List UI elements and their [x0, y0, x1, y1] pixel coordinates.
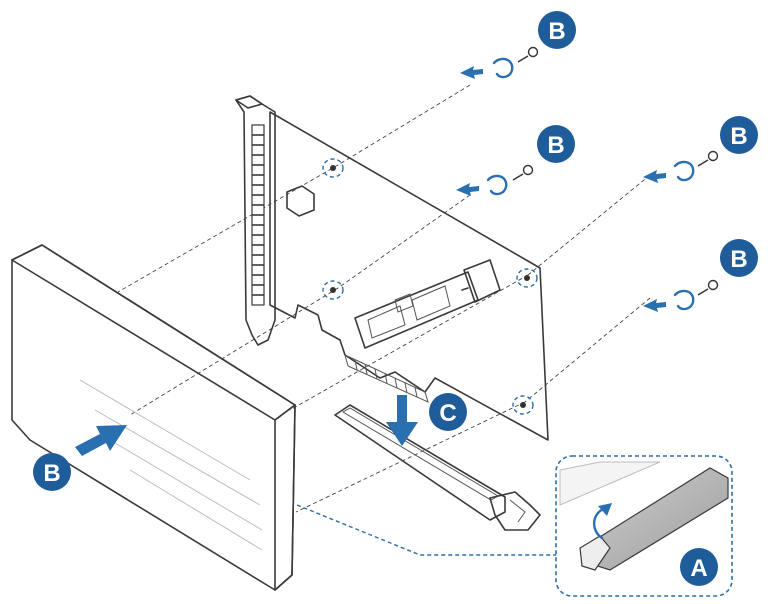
- pcie-bracket: [235, 95, 276, 346]
- screw-icon: [697, 150, 719, 167]
- pcie-slot: [334, 404, 541, 531]
- svg-text:A: A: [690, 555, 707, 582]
- svg-text:B: B: [730, 123, 747, 150]
- svg-text:C: C: [439, 400, 456, 427]
- callout-a: A: [680, 548, 718, 586]
- push-arrow-icon: [75, 425, 127, 456]
- card-edge-connector: [344, 354, 429, 403]
- callout-b-right-lower: B: [720, 239, 758, 277]
- mounting-hole: [512, 395, 534, 415]
- direction-arrow-icon: [460, 66, 483, 79]
- mounting-hole: [322, 280, 344, 300]
- card-component: [286, 185, 315, 217]
- insert-arrow-icon: [386, 395, 418, 446]
- callout-b-panel: B: [33, 453, 71, 491]
- rotate-arrow-icon: [492, 57, 514, 79]
- svg-text:B: B: [547, 132, 564, 159]
- expansion-card: [269, 111, 549, 441]
- rotate-arrow-icon: [673, 160, 695, 182]
- screw-group: [643, 150, 719, 183]
- screw-group: [643, 279, 719, 312]
- inset-pointer-line: [296, 504, 556, 556]
- m2-ssd-module: [354, 259, 501, 349]
- screw-icon: [512, 164, 534, 181]
- mounting-hole: [322, 158, 344, 178]
- callout-b-middle: B: [537, 125, 575, 163]
- callout-b-top: B: [538, 11, 576, 49]
- svg-text:B: B: [43, 460, 60, 487]
- rotate-arrow-icon: [486, 174, 508, 196]
- screw-group: [460, 46, 539, 79]
- screw-icon: [697, 279, 719, 296]
- screw-group: [456, 164, 534, 196]
- svg-text:B: B: [730, 246, 747, 273]
- mounting-hole: [516, 268, 538, 288]
- direction-arrow-icon: [643, 170, 666, 183]
- peeled-corner: [579, 535, 611, 571]
- callout-b-right-upper: B: [720, 116, 758, 154]
- callout-c: C: [429, 393, 467, 431]
- screw-icon: [517, 46, 539, 63]
- rotate-arrow-icon: [673, 289, 695, 311]
- svg-text:B: B: [548, 18, 565, 45]
- direction-arrow-icon: [643, 299, 666, 312]
- direction-arrow-icon: [456, 183, 479, 196]
